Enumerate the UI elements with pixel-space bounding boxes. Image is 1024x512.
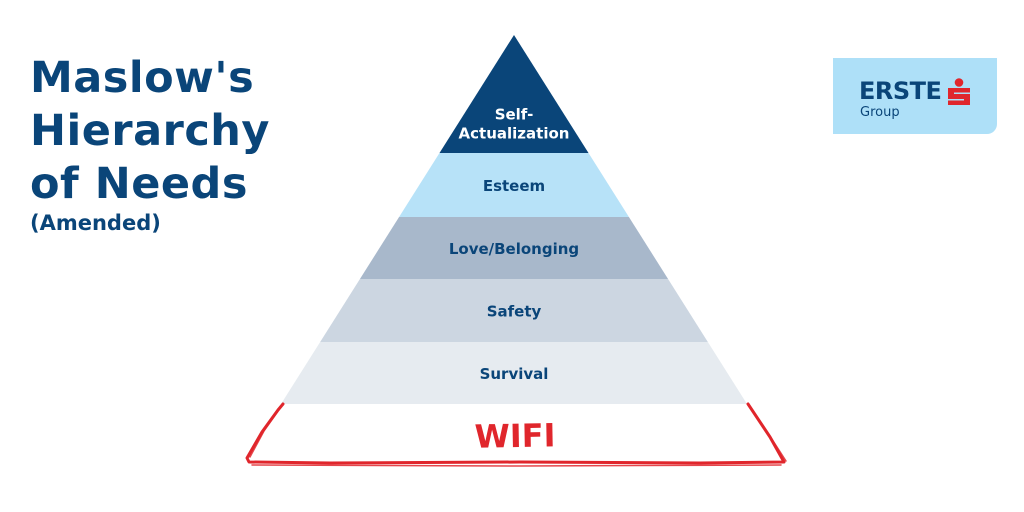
erste-logo: ERSTE Group xyxy=(833,58,997,134)
pyramid-level-2 xyxy=(399,153,629,217)
title-line-1: Maslow's xyxy=(30,53,255,103)
title-line-3: of Needs xyxy=(30,159,248,209)
pyramid-level-1 xyxy=(439,35,589,153)
erste-s-icon xyxy=(948,78,970,105)
pyramid-level-3 xyxy=(359,217,669,279)
wifi-label: WIFI xyxy=(474,416,556,455)
pyramid-level-1-label-2: Actualization xyxy=(459,125,570,143)
pyramid-level-4 xyxy=(320,279,708,342)
wifi-outline-sketch xyxy=(249,406,787,467)
pyramid-level-4-label: Safety xyxy=(487,303,542,321)
pyramid-level-3-label: Love/Belonging xyxy=(449,240,579,258)
pyramid-level-5-label: Survival xyxy=(480,365,549,383)
pyramid-level-1-label-1: Self- xyxy=(495,106,534,124)
logo-word: ERSTE xyxy=(859,77,942,105)
logo-subtext: Group xyxy=(860,105,900,120)
title-block: Maslow's Hierarchy of Needs (Amended) xyxy=(30,52,270,237)
pyramid-level-5 xyxy=(281,342,747,404)
pyramid-base: WIFI xyxy=(245,402,787,467)
pyramid-levels: Self-ActualizationEsteemLove/BelongingSa… xyxy=(281,35,747,404)
subtitle: (Amended) xyxy=(30,211,161,235)
pyramid-level-2-label: Esteem xyxy=(483,177,545,195)
title-line-2: Hierarchy xyxy=(30,106,270,156)
